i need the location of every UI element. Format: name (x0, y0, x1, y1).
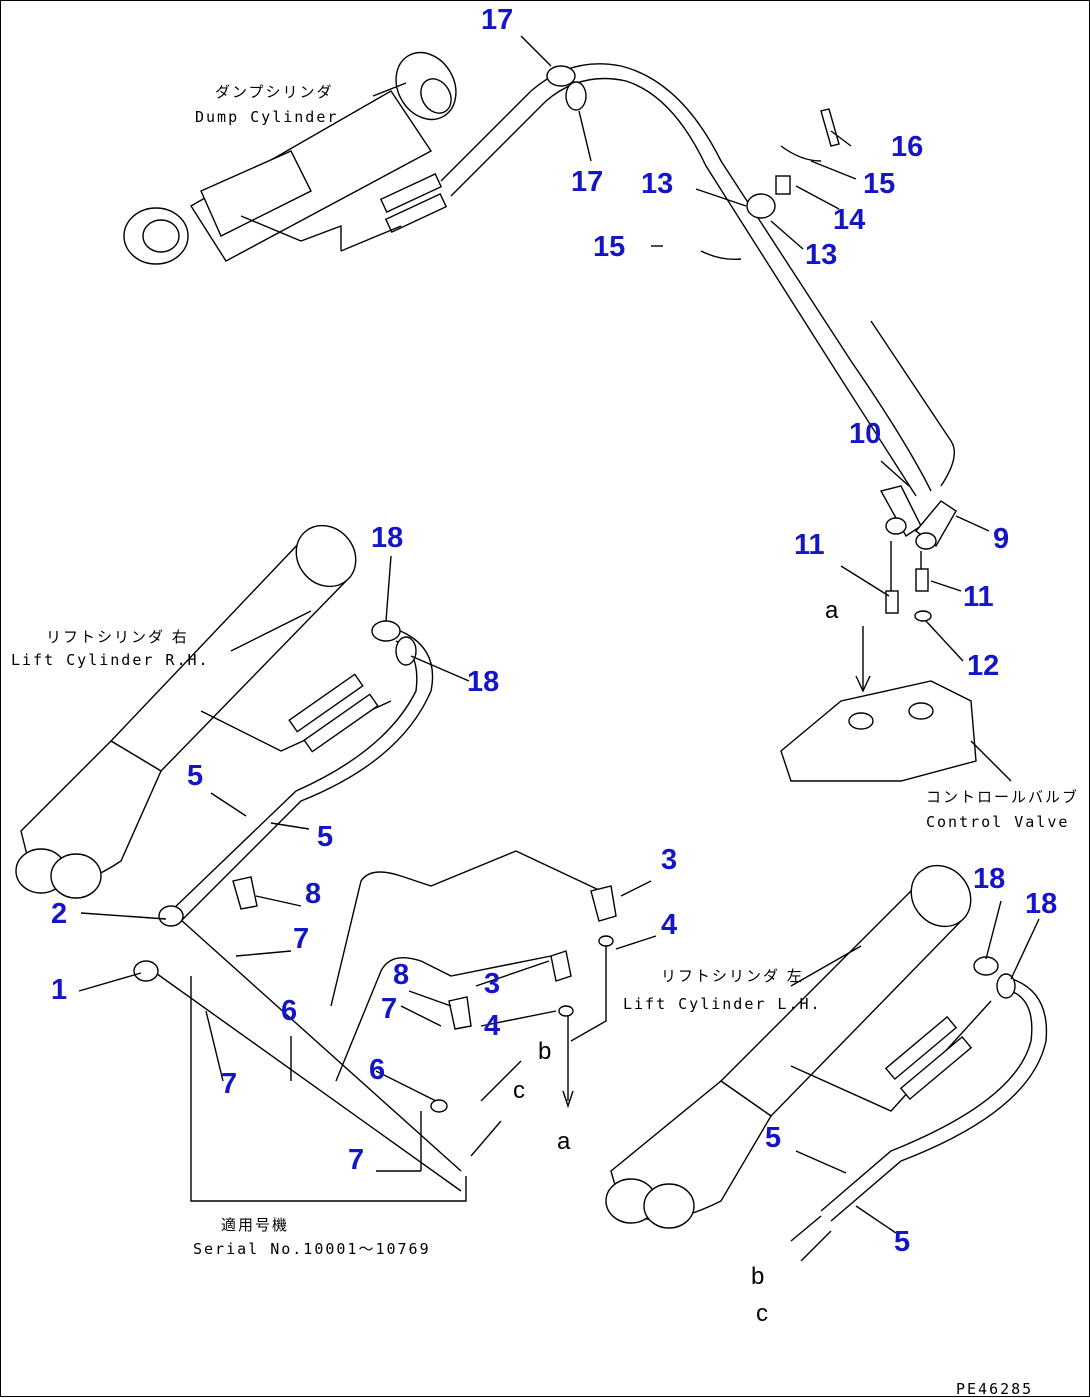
callout: 2 (51, 898, 67, 930)
callout: 6 (369, 1054, 385, 1086)
callout: 15 (863, 168, 895, 200)
lift-cylinder-rh-label-en: Lift Cylinder R.H. (11, 651, 210, 669)
callout: 17 (571, 166, 603, 198)
callout: 13 (641, 168, 673, 200)
letter: c (756, 1300, 768, 1327)
control-valve-label-jp: コントロールバルブ (926, 788, 1079, 806)
callout: 18 (1025, 888, 1057, 920)
callout: 5 (894, 1226, 910, 1258)
lift-cylinder-lh-label-en: Lift Cylinder L.H. (623, 995, 822, 1013)
lift-cylinder-lh-label-jp: リフトシリンダ 左 (661, 967, 804, 985)
callout: 13 (805, 239, 837, 271)
callout: 12 (967, 650, 999, 682)
connection-letters: a a b c b c (513, 597, 839, 1327)
letter: a (825, 597, 839, 624)
callout: 6 (281, 995, 297, 1027)
callout: 10 (849, 418, 881, 450)
callout: 7 (293, 923, 309, 955)
callout: 7 (381, 993, 397, 1025)
letter: b (751, 1263, 764, 1290)
callout: 7 (348, 1144, 364, 1176)
serial-label-jp: 適用号機 (221, 1216, 289, 1234)
dump-cylinder-label-en: Dump Cylinder (195, 108, 338, 126)
letter: c (513, 1077, 525, 1104)
callout: 4 (661, 909, 677, 941)
callout: 16 (891, 131, 923, 163)
callout: 5 (317, 821, 333, 853)
piping-assembly (133, 850, 617, 1202)
callout: 8 (305, 878, 321, 910)
callout: 5 (187, 760, 203, 792)
callout: 17 (481, 4, 513, 36)
serial-label-en: Serial No.10001～10769 (193, 1240, 431, 1258)
lift-cylinder-rh (15, 524, 434, 922)
callout: 1 (51, 974, 67, 1006)
dump-cylinder-label-jp: ダンプシリンダ (215, 83, 334, 101)
callout: 11 (963, 581, 994, 613)
callout: 9 (993, 523, 1009, 555)
control-valve-label-en: Control Valve (926, 813, 1069, 831)
lift-cylinder-lh (605, 864, 1048, 1262)
leader-lines (78, 35, 1040, 1234)
callout: 18 (973, 863, 1005, 895)
callout: 18 (467, 666, 499, 698)
callout: 3 (661, 844, 677, 876)
callout: 5 (765, 1122, 781, 1154)
dump-cylinder (123, 51, 457, 265)
drawing-code: PE46285 (956, 1380, 1033, 1398)
lift-cylinder-rh-label-jp: リフトシリンダ 右 (46, 628, 189, 646)
callout: 8 (393, 959, 409, 991)
callout: 7 (221, 1068, 237, 1100)
control-valve (780, 485, 977, 782)
callout: 15 (593, 231, 625, 263)
callout: 4 (484, 1010, 500, 1042)
letter: a (557, 1128, 571, 1155)
letter: b (538, 1038, 551, 1065)
callout: 3 (484, 968, 500, 1000)
callout: 18 (371, 522, 403, 554)
callout: 14 (833, 204, 865, 236)
callouts: 17 17 16 15 13 14 15 13 10 9 11 11 12 18… (51, 4, 1057, 1258)
callout: 11 (794, 529, 825, 561)
dump-pipe (440, 63, 955, 497)
